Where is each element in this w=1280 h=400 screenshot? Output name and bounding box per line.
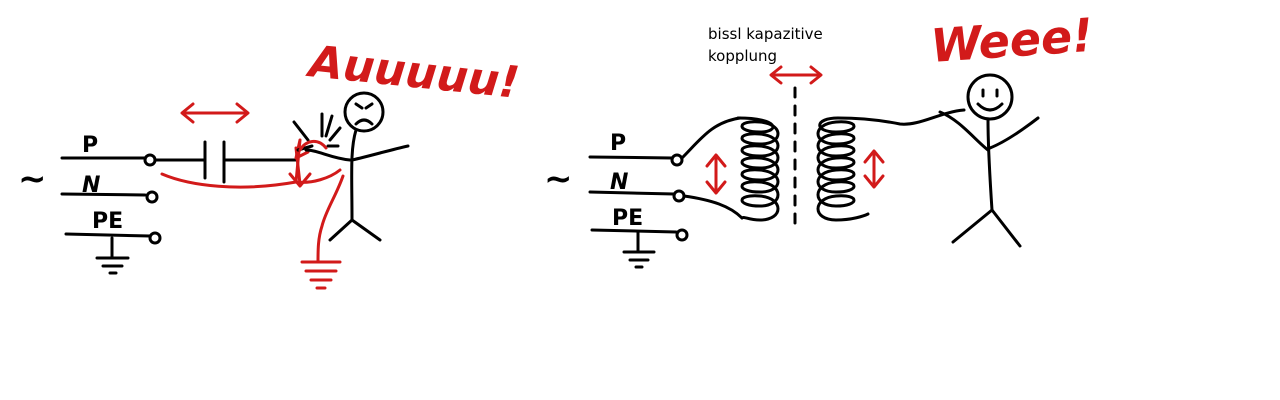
right-secondary-arrow-icon [863, 149, 885, 189]
right-primary-arrow-icon [705, 153, 727, 195]
left-label-n: N [82, 173, 100, 198]
right-terminal-p [670, 153, 684, 167]
right-terminal-pe [675, 228, 689, 242]
left-terminal-n [145, 190, 159, 204]
right-diagram: ~ P N PE [544, 8, 1095, 269]
left-terminal-p [143, 153, 157, 167]
left-arrow-to-hand [288, 146, 312, 188]
left-red-ground-icon [300, 260, 342, 290]
left-fault-current-path [160, 138, 342, 189]
left-stick-figure-icon [304, 91, 410, 242]
left-terminal-pe [148, 231, 162, 245]
right-primary-lead-top [680, 116, 742, 160]
right-label-p: P [610, 131, 626, 156]
right-coupling-arrow-icon [769, 65, 823, 85]
right-line-pe [590, 228, 678, 234]
right-secondary-lead [836, 108, 966, 126]
left-capacitor-icon [154, 140, 298, 184]
left-spark-icon [292, 112, 342, 152]
right-line-n [588, 190, 676, 196]
left-double-arrow-icon [180, 102, 250, 124]
left-label-pe: PE [92, 209, 123, 234]
right-coupling-line2: kopplung [708, 47, 777, 65]
left-ground-icon [95, 236, 130, 275]
right-secondary-coil-icon [816, 116, 870, 222]
left-label-p: P [82, 133, 98, 158]
left-diagram: ~ P N PE [18, 36, 522, 290]
right-coupling-line1: bissl kapazitive [708, 25, 823, 43]
right-exclaim: Weee! [929, 8, 1095, 73]
right-ground-icon [622, 230, 656, 269]
right-primary-coil-icon [736, 116, 780, 222]
left-line-n [60, 192, 147, 197]
right-primary-lead-bottom [682, 194, 744, 220]
right-stick-figure-icon [938, 73, 1040, 248]
left-return-path [316, 174, 345, 264]
right-line-p [588, 155, 674, 160]
left-line-pe [64, 232, 152, 238]
right-ac-symbol: ~ [544, 159, 573, 199]
right-label-pe: PE [612, 206, 643, 231]
left-exclaim: Auuuuu! [304, 36, 522, 109]
right-label-n: N [610, 170, 628, 195]
left-ac-symbol: ~ [18, 159, 47, 199]
